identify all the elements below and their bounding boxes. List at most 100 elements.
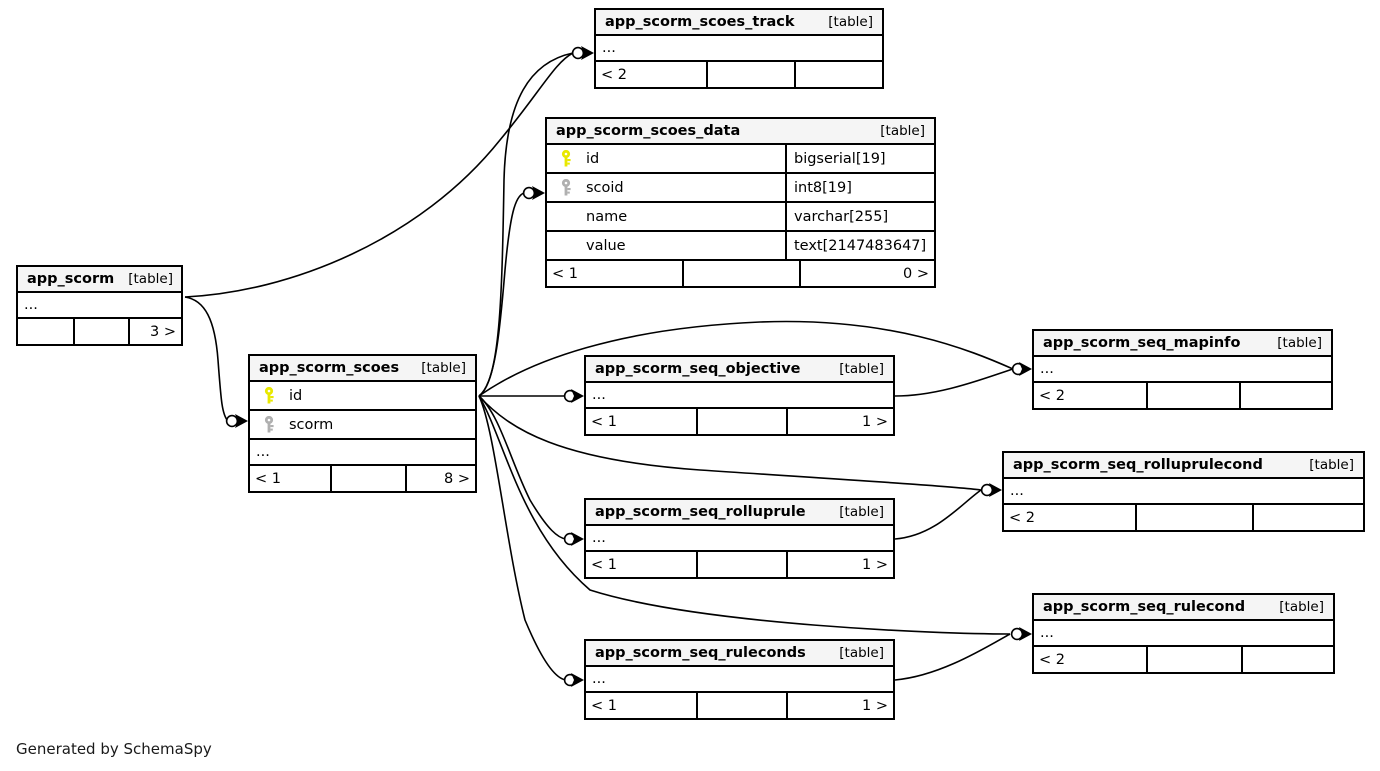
crowsfoot-arrow-icon <box>235 414 248 428</box>
optional-cardinality-circle-icon <box>522 186 536 200</box>
table-column-row[interactable]: scorm <box>250 411 475 440</box>
table-name: app_scorm_seq_ruleconds <box>595 644 806 661</box>
footer-cell-right <box>1252 505 1363 530</box>
table-type-tag: [table] <box>880 122 925 139</box>
column-datatype: text[2147483647] <box>785 232 934 259</box>
column-name: scoid <box>586 179 624 196</box>
table-node-app_scorm[interactable]: app_scorm[table]...3 > <box>16 265 183 346</box>
table-header-app_scorm_scoes: app_scorm_scoes [table] <box>250 356 475 382</box>
relationship-endpoint-app_scorm_scoes <box>225 414 248 428</box>
footer-cell-left: < 1 <box>591 556 617 573</box>
footer-cell-left: < 1 <box>552 265 578 282</box>
footer-cell-left <box>18 319 73 344</box>
optional-cardinality-circle-icon <box>980 483 994 497</box>
relationship-endpoint-app_scorm_seq_rulecond <box>1010 627 1032 641</box>
footer-cell-left: < 2 <box>1009 509 1035 526</box>
more-columns-ellipsis: ... <box>596 36 882 62</box>
more-columns-ellipsis: ... <box>250 440 475 466</box>
optional-cardinality-circle-icon <box>225 414 239 428</box>
table-footer-app_scorm_seq_rolluprulecond: < 2 <box>1004 505 1363 530</box>
footer-cell-right: 1 > <box>786 552 893 577</box>
table-node-app_scorm_seq_rolluprulecond[interactable]: app_scorm_seq_rolluprulecond[table]... < … <box>1002 451 1365 532</box>
optional-cardinality-circle-icon <box>563 532 577 546</box>
relationship-endpoint-app_scorm_seq_mapinfo <box>1011 362 1032 376</box>
footer-cell-right: 0 > <box>799 261 934 286</box>
table-column-row[interactable]: id <box>250 382 475 411</box>
relationship-endpoint-app_scorm_scoes_data <box>522 186 545 200</box>
table-node-app_scorm_seq_rulecond[interactable]: app_scorm_seq_rulecond[table]...< 2 <box>1032 593 1335 674</box>
footer-cell-mid <box>73 319 128 344</box>
table-header-app_scorm_seq_mapinfo: app_scorm_seq_mapinfo [table] <box>1034 331 1331 357</box>
schemaspy-credit: Generated by SchemaSpy <box>16 740 212 758</box>
table-name: app_scorm_scoes <box>259 359 400 376</box>
table-node-app_scorm_seq_rolluprule[interactable]: app_scorm_seq_rolluprule[table]... < 1 1 > <box>584 498 895 579</box>
footer-cell-mid <box>1135 505 1252 530</box>
table-column-row[interactable]: scoid int8[19] <box>547 174 934 203</box>
more-columns-ellipsis: ... <box>1034 621 1333 647</box>
footer-cell-mid <box>696 693 786 718</box>
footer-cell-left: < 2 <box>601 66 627 83</box>
more-columns-ellipsis: ... <box>1004 479 1363 505</box>
table-header-app_scorm_seq_objective: app_scorm_seq_objective[table] <box>586 357 893 383</box>
footer-cell-left: < 1 <box>255 470 281 487</box>
more-columns-ellipsis: ... <box>586 667 893 693</box>
footer-cell-mid <box>706 62 794 87</box>
footer-cell-left: < 1 <box>591 413 617 430</box>
footer-cell-mid <box>696 409 786 434</box>
footer-cell-right: 3 > <box>128 319 181 344</box>
table-header-app_scorm_seq_rolluprule: app_scorm_seq_rolluprule[table] <box>586 500 893 526</box>
crowsfoot-arrow-icon <box>571 389 584 403</box>
table-footer-app_scorm_seq_rolluprule: < 1 1 > <box>586 552 893 577</box>
relationship-edge-app_scorm-to-app_scorm_scoes <box>184 296 229 422</box>
relationship-edge-app_scorm_scoes-to-app_scorm_scoes_data <box>478 192 525 397</box>
footer-cell-right <box>1239 383 1331 408</box>
table-name: app_scorm_seq_mapinfo <box>1043 334 1241 351</box>
column-datatype: int8[19] <box>785 174 934 201</box>
footer-cell-mid <box>1146 383 1239 408</box>
more-columns-ellipsis: ... <box>1034 357 1331 383</box>
table-footer-app_scorm_scoes_data: < 1 0 > <box>547 261 934 286</box>
table-name: app_scorm <box>27 270 115 287</box>
footer-cell-mid <box>696 552 786 577</box>
relationship-endpoint-app_scorm_seq_ruleconds <box>563 673 584 687</box>
relationship-edge-app_scorm_seq_rolluprule-to-app_scorm_seq_rolluprulecond <box>894 489 982 540</box>
table-type-tag: [table] <box>828 13 873 30</box>
crowsfoot-arrow-icon <box>1019 362 1032 376</box>
footer-cell-right: 1 > <box>786 693 893 718</box>
footer-cell-right <box>794 62 882 87</box>
footer-cell-left: < 2 <box>1039 651 1065 668</box>
column-name: name <box>586 208 628 225</box>
more-columns-ellipsis: ... <box>586 526 893 552</box>
table-header-app_scorm_scoes_data: app_scorm_scoes_data[table] <box>547 119 934 145</box>
crowsfoot-arrow-icon <box>532 186 545 200</box>
footer-cell-left: < 1 <box>591 697 617 714</box>
relationship-edge-app_scorm_seq_objective-to-app_scorm_seq_mapinfo <box>894 368 1014 397</box>
table-footer-app_scorm: 3 > <box>18 319 181 344</box>
table-header-app_scorm_seq_ruleconds: app_scorm_seq_ruleconds [table] <box>586 641 893 667</box>
relationship-endpoint-app_scorm_seq_rolluprule <box>563 532 584 546</box>
table-node-app_scorm_seq_ruleconds[interactable]: app_scorm_seq_ruleconds [table]... < 1 1 > <box>584 639 895 720</box>
footer-cell-mid <box>1146 647 1241 672</box>
table-footer-app_scorm_scoes_track: < 2 <box>596 62 882 87</box>
relationship-endpoint-app_scorm_seq_objective <box>563 389 584 403</box>
table-type-tag: [table] <box>839 644 884 661</box>
optional-cardinality-circle-icon <box>563 673 577 687</box>
footer-cell-mid <box>330 466 405 491</box>
table-node-app_scorm_scoes_track[interactable]: app_scorm_scoes_track[table]... < 2 <box>594 8 884 89</box>
table-header-app_scorm_seq_rolluprulecond: app_scorm_seq_rolluprulecond[table] <box>1004 453 1363 479</box>
table-name: app_scorm_seq_objective <box>595 360 801 377</box>
primary-key-icon <box>556 150 578 167</box>
table-header-app_scorm_scoes_track: app_scorm_scoes_track[table] <box>596 10 882 36</box>
table-type-tag: [table] <box>421 359 466 376</box>
table-type-tag: [table] <box>1277 334 1322 351</box>
table-node-app_scorm_seq_mapinfo[interactable]: app_scorm_seq_mapinfo[table]...< 2 <box>1032 329 1333 410</box>
